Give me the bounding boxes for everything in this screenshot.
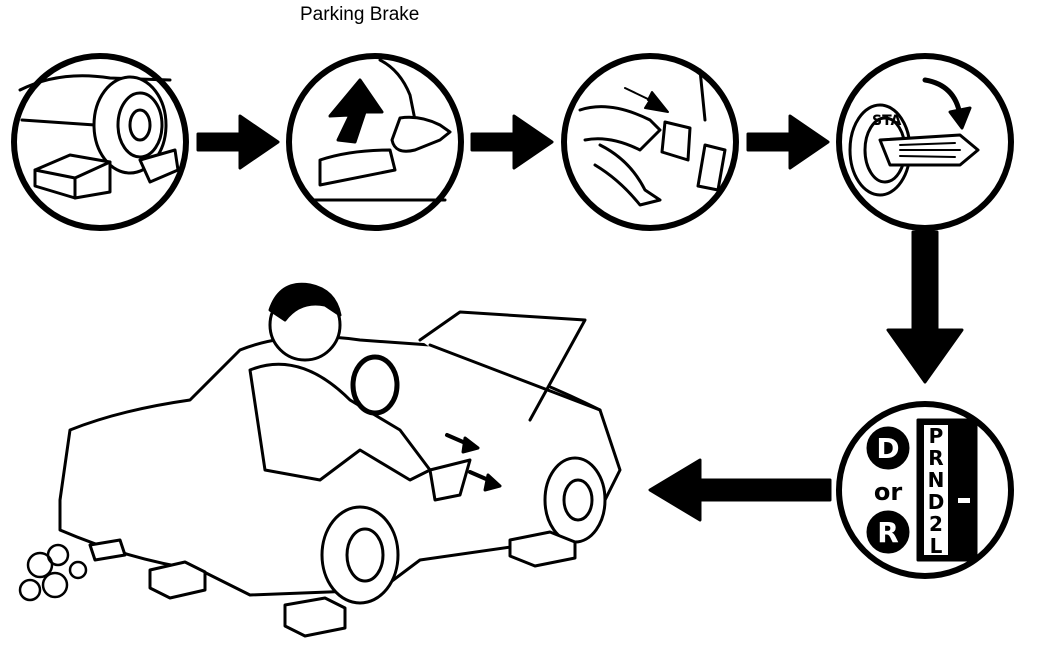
gear-r-label: R	[877, 516, 899, 549]
step-start-engine: STA	[836, 53, 1014, 231]
chock-block-icon	[508, 530, 577, 568]
step-2-circle	[286, 53, 464, 231]
shift-pos-2: 2	[929, 512, 943, 536]
hand-icon	[390, 115, 452, 153]
driver-feet-icon	[428, 458, 472, 502]
chock-block-icon	[148, 560, 207, 600]
shin-icon	[593, 143, 662, 207]
chock-block-icon	[283, 596, 347, 638]
shift-pos-l: L	[930, 534, 943, 558]
steering-wheel-icon	[350, 354, 400, 416]
ignition-key-text: STA	[872, 113, 902, 129]
shift-pos-r: R	[928, 446, 943, 470]
shift-pos-d: D	[928, 490, 945, 514]
brake-lever-icon	[318, 148, 397, 187]
pedal-icon	[660, 120, 692, 162]
shift-indicator-icon	[958, 498, 970, 503]
step-wheel-chocks	[11, 53, 189, 231]
car-body-line	[18, 74, 172, 92]
driver-body-icon	[248, 362, 432, 482]
shift-positions: P R N D 2 L	[928, 424, 945, 558]
arrow-right-icon	[470, 114, 554, 170]
gear-r-badge	[866, 510, 910, 554]
open-hood-icon	[418, 310, 587, 422]
shift-pos-p: P	[929, 424, 944, 448]
step-brake-pedal	[561, 53, 739, 231]
step-parking-brake	[286, 53, 464, 231]
press-arrow-icon	[624, 87, 669, 113]
accelerator-icon	[696, 143, 727, 192]
gear-d-label: D	[876, 432, 899, 465]
exhaust-smoke-icon	[18, 543, 88, 602]
arrow-right-icon	[196, 114, 280, 170]
shift-pos-n: N	[928, 468, 945, 492]
parking-brake-caption: Parking Brake	[300, 4, 420, 25]
gear-d-badge	[866, 426, 910, 470]
arrow-right-icon	[746, 114, 830, 170]
gear-or-label: or	[874, 478, 902, 506]
step-driver-car	[18, 282, 622, 638]
exhaust-pipe-icon	[88, 538, 127, 562]
rear-wheel-icon	[320, 505, 400, 605]
leg-icon	[578, 105, 662, 152]
arrow-left-icon	[648, 458, 832, 522]
pull-up-arrow-icon	[328, 78, 384, 144]
arrow-down-icon	[886, 230, 964, 384]
chock-block-rear-icon	[138, 148, 180, 184]
arm-line	[378, 58, 417, 122]
front-wheel-icon	[543, 456, 607, 544]
step-select-gear: D or R P R N D 2 L	[836, 401, 1014, 579]
